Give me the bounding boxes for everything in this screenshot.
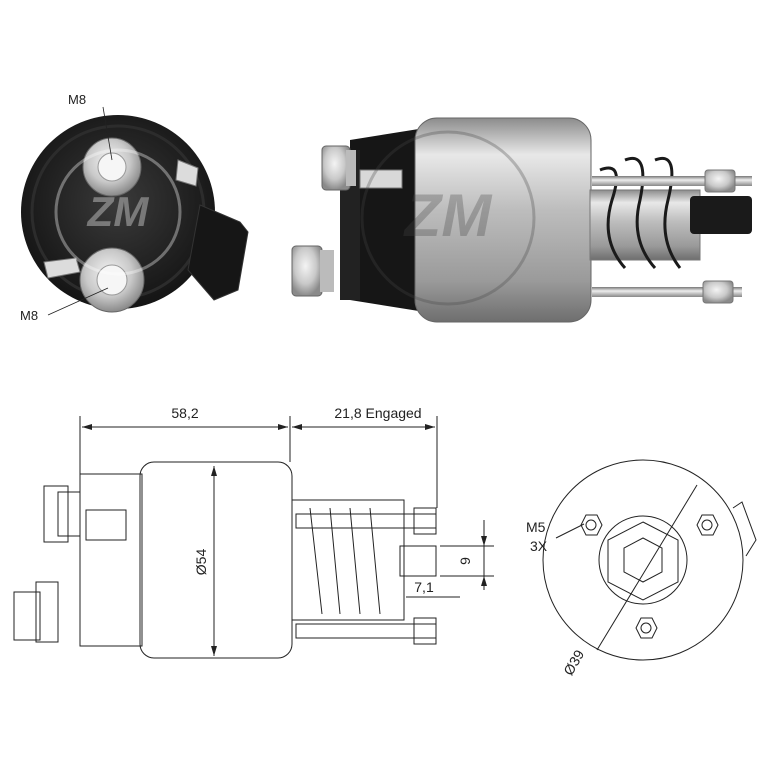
plunger-housing [589, 189, 701, 261]
drawing-bolt [295, 623, 437, 639]
drawing-mount-nut [580, 514, 603, 536]
drawing-end-cap [79, 473, 143, 647]
bolt-nut [413, 507, 437, 535]
terminal-nut-top [321, 145, 351, 191]
mount-bolt [592, 287, 742, 297]
label-terminal-top: M8 [68, 92, 86, 107]
terminal-tab [359, 169, 403, 189]
drawing-plunger-hex [607, 521, 679, 601]
dim-label-body-length: 58,2 [171, 405, 198, 421]
connector-housing [187, 204, 249, 301]
drawing-plunger-housing [291, 499, 405, 621]
drawing-bolt [295, 513, 437, 529]
side-drawing [13, 416, 494, 659]
drawing-plunger [399, 545, 437, 577]
bolt-nut [702, 280, 734, 304]
return-spring [599, 157, 682, 269]
drawing-mount-nut [696, 514, 719, 536]
logo-text: ZM [403, 182, 494, 249]
terminal-tab [175, 159, 199, 187]
logo-text: ZM [87, 188, 150, 235]
terminal-tab [43, 257, 81, 279]
drawing-mount-nut [635, 617, 658, 639]
label-mount-count: 3X [530, 538, 548, 554]
drawing-end-outline [542, 459, 744, 661]
cap-detail [85, 509, 127, 541]
leader-line [47, 287, 109, 316]
drawing-body [139, 461, 293, 659]
dim-label-engaged: 21,8 Engaged [334, 405, 421, 421]
dim-label-bolt-circle: Ø39 [560, 647, 587, 678]
logo-watermark: ZM [360, 130, 536, 306]
nut-detail [57, 491, 81, 537]
dimension-arrows [82, 424, 487, 656]
leader-line [102, 106, 113, 161]
stud-core [97, 152, 127, 182]
logo-watermark: ZM [54, 148, 182, 276]
nut-detail [35, 581, 59, 643]
bolt-nut [413, 617, 437, 645]
washer [346, 150, 356, 186]
label-mount-thread: M5 [526, 519, 546, 535]
stud-core [96, 264, 128, 296]
hex-inner [623, 537, 663, 583]
front-view: ZM M8 M8 [20, 92, 249, 323]
dim-label-plunger-length: 7,1 [414, 579, 434, 595]
leader-line [555, 523, 585, 539]
bolt-nut [704, 169, 736, 193]
end-drawing [542, 459, 757, 661]
washer [320, 250, 334, 292]
drawing-connector [732, 501, 757, 557]
dim-label-plunger-height: 9 [457, 557, 473, 565]
side-view: ZM [291, 117, 752, 323]
drawing-spring [309, 507, 381, 615]
dim-label-diameter: Ø54 [193, 549, 209, 576]
terminal-nut-bottom [291, 245, 323, 297]
drawing-terminal-nut [13, 591, 41, 641]
inner-circle [598, 515, 688, 605]
drawing-terminal-nut [43, 485, 69, 543]
label-terminal-bottom: M8 [20, 308, 38, 323]
plunger-end [690, 196, 752, 234]
dim-line-bolt-circle [596, 484, 698, 651]
mount-bolt [592, 176, 752, 186]
